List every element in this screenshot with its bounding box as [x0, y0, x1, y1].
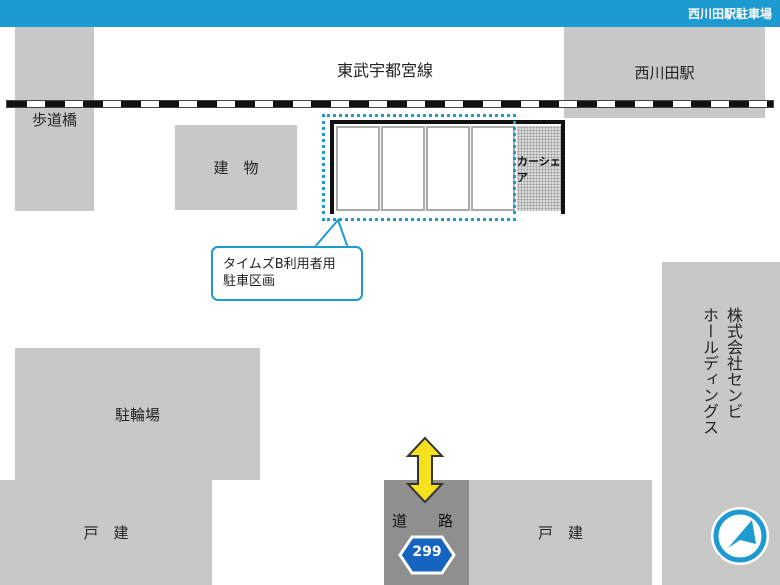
- parking-slot: [381, 126, 425, 211]
- house-right-label: 戸 建: [537, 524, 583, 542]
- page-title: 西川田駅駐車場: [687, 7, 772, 21]
- parking-slot: [426, 126, 470, 211]
- parking-slot: [336, 126, 380, 211]
- building-label: 建 物: [213, 159, 259, 177]
- house-right-block: 戸 建: [469, 480, 652, 585]
- footbridge-label: 歩道橋: [31, 110, 77, 129]
- callout-line-1: タイムズB利用者用: [223, 257, 336, 272]
- bicycle-parking-block: 駐輪場: [15, 348, 260, 480]
- house-left-label: 戸 建: [83, 524, 129, 542]
- carshare-slot: カーシェア: [517, 126, 561, 211]
- road-label: 道 路: [391, 512, 461, 530]
- route-number: 299: [412, 544, 442, 560]
- company-name-line-2: ホールディングス: [700, 307, 719, 435]
- double-arrow-icon: [405, 436, 445, 504]
- header-bar: [0, 0, 780, 27]
- building-block: 建 物: [175, 125, 297, 210]
- bicycle-parking-label: 駐輪場: [114, 405, 160, 424]
- footbridge-block: 歩道橋: [15, 27, 94, 211]
- railway-track: [6, 100, 774, 108]
- carshare-label: カーシェア: [517, 154, 561, 184]
- times-b-highlight: [322, 114, 516, 221]
- station-label: 西川田駅: [634, 64, 695, 82]
- house-left-block: 戸 建: [0, 480, 212, 585]
- route-shield-icon: [398, 535, 456, 575]
- rail-line-label: 東武宇都宮線: [337, 61, 434, 80]
- company-name-line-1: 株式会社センビ: [724, 307, 743, 419]
- compass-north-icon: [705, 505, 771, 571]
- times-b-callout: タイムズB利用者用 駐車区画: [211, 246, 363, 301]
- company-block: 株式会社センビ ホールディングス: [662, 262, 780, 480]
- callout-line-2: 駐車区画: [223, 274, 276, 289]
